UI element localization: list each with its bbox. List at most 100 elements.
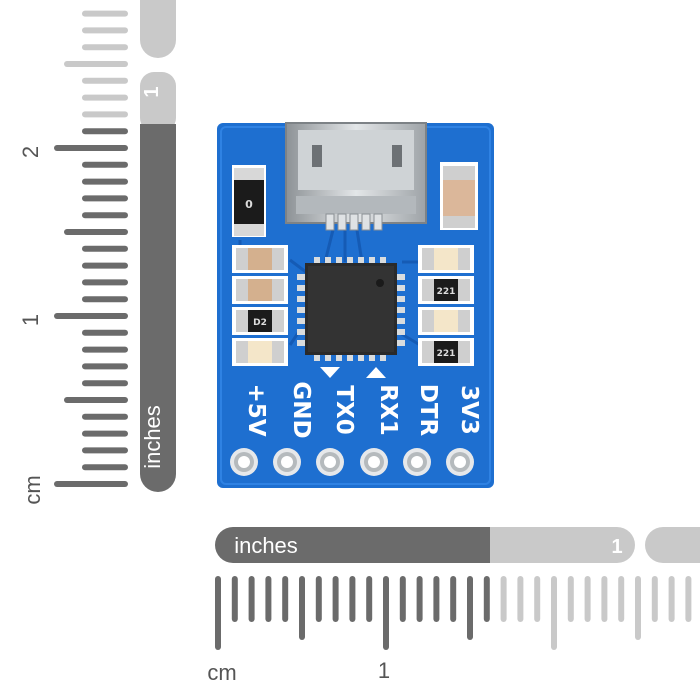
vertical-cm-tick: [82, 195, 128, 202]
vertical-cm-tick: [82, 44, 128, 51]
capacitor-left-2: [232, 276, 288, 304]
horizontal-inch-bar-light: [490, 527, 635, 563]
chip-pin: [314, 353, 320, 361]
chip-pin: [397, 285, 405, 291]
resistor-right-1-marking: 221: [437, 287, 456, 297]
usb-uart-chip: [297, 257, 405, 361]
horizontal-cm-tick: [567, 576, 574, 622]
capacitor-left-1: [232, 245, 288, 273]
vertical-cm-tick: [82, 212, 128, 219]
pin-label-dtr: DTR: [415, 384, 441, 437]
chip-pin: [347, 257, 353, 265]
header-hole: [238, 456, 250, 468]
horizontal-cm-tick: [433, 576, 440, 622]
vertical-cm-tick: [82, 77, 128, 84]
vertical-cm-tick: [82, 262, 128, 269]
horizontal-cm-tick: [668, 576, 675, 622]
horizontal-cm-tick: [551, 576, 557, 650]
vertical-cm-tick: [64, 229, 128, 235]
horizontal-cm-tick: [635, 576, 641, 640]
horizontal-cm-tick: [231, 576, 238, 622]
chip-pin: [369, 353, 375, 361]
vertical-cm-number-2: 2: [18, 146, 43, 158]
pin-label-3v3: 3V3: [456, 385, 482, 435]
header-hole: [368, 456, 380, 468]
horizontal-ruler: inches 1 cm 1: [207, 527, 700, 685]
resistor-right-2-marking: 221: [437, 349, 456, 359]
horizontal-cm-tick: [534, 576, 541, 622]
vertical-cm-tick: [82, 111, 128, 118]
pcb-board: 0 D2: [217, 122, 494, 488]
chip-pin: [397, 340, 405, 346]
chip-pin: [325, 353, 331, 361]
chip-pin: [397, 318, 405, 324]
header-hole: [454, 456, 466, 468]
chip-pin: [314, 257, 320, 265]
vertical-cm-tick: [82, 296, 128, 303]
horizontal-cm-tick: [450, 576, 457, 622]
horizontal-cm-tick: [584, 576, 591, 622]
vertical-cm-tick: [82, 279, 128, 286]
resistor-right-2: 221: [418, 338, 474, 366]
header-hole: [411, 456, 423, 468]
resistor-top-left: 0: [232, 165, 266, 237]
vertical-cm-number-1: 1: [18, 314, 43, 326]
diode-d2: D2: [232, 307, 288, 335]
header-hole: [324, 456, 336, 468]
chip-pin: [380, 353, 386, 361]
chip-pin: [336, 353, 342, 361]
chip-pin: [336, 257, 342, 265]
vertical-cm-tick: [54, 145, 128, 151]
chip-pin: [369, 257, 375, 265]
chip-pin: [297, 318, 305, 324]
horizontal-cm-tick: [500, 576, 507, 622]
vertical-inches-label: inches: [140, 405, 165, 469]
vertical-inch-bar-light: [140, 72, 176, 132]
horizontal-cm-tick: [315, 576, 322, 622]
vertical-cm-tick: [64, 61, 128, 67]
chip-pin: [297, 307, 305, 313]
vertical-cm-tick: [82, 94, 128, 101]
horizontal-cm-tick: [349, 576, 356, 622]
horizontal-inch-bar-dark: [215, 527, 505, 563]
pin-label-gnd: GND: [288, 381, 314, 438]
vertical-inch-badge: 1: [141, 86, 163, 97]
horizontal-cm-tick: [517, 576, 524, 622]
header-hole: [281, 456, 293, 468]
pin-labels: +5V GND TX0 RX1 DTR 3V3: [243, 381, 482, 438]
horizontal-cm-tick: [248, 576, 255, 622]
pin-label-rx1: RX1: [375, 384, 401, 435]
vertical-cm-tick: [82, 245, 128, 252]
horizontal-cm-ticks: [215, 576, 692, 650]
resistor-right-1: 221: [418, 276, 474, 304]
horizontal-cm-tick: [399, 576, 406, 622]
chip-pin: [397, 329, 405, 335]
resistor-top-left-marking: 0: [245, 198, 253, 211]
horizontal-cm-tick: [685, 576, 692, 622]
horizontal-cm-number-1: 1: [378, 658, 390, 683]
horizontal-cm-tick: [332, 576, 339, 622]
horizontal-cm-tick: [467, 576, 473, 640]
chip-pin: [358, 257, 364, 265]
horizontal-cm-tick: [383, 576, 389, 650]
vertical-inch-bar-dark: [140, 124, 176, 492]
tx-arrow-marker: [320, 367, 340, 378]
horizontal-cm-tick: [416, 576, 423, 622]
chip-pin: [297, 285, 305, 291]
horizontal-cm-tick: [282, 576, 289, 622]
vertical-ruler: 1 inches 2 1 cm: [18, 0, 176, 505]
pin-label-tx0: TX0: [331, 385, 357, 434]
horizontal-cm-label: cm: [207, 660, 236, 685]
chip-pin: [297, 296, 305, 302]
vertical-cm-tick: [82, 413, 128, 420]
chip-pin: [397, 296, 405, 302]
led-right: [418, 245, 474, 273]
vertical-cm-tick: [82, 128, 128, 135]
vertical-cm-tick: [82, 329, 128, 336]
rx-arrow-marker: [366, 367, 386, 378]
chip-pin: [297, 274, 305, 280]
vertical-cm-tick: [82, 178, 128, 185]
chip-pin: [297, 340, 305, 346]
led-left: [232, 338, 288, 366]
